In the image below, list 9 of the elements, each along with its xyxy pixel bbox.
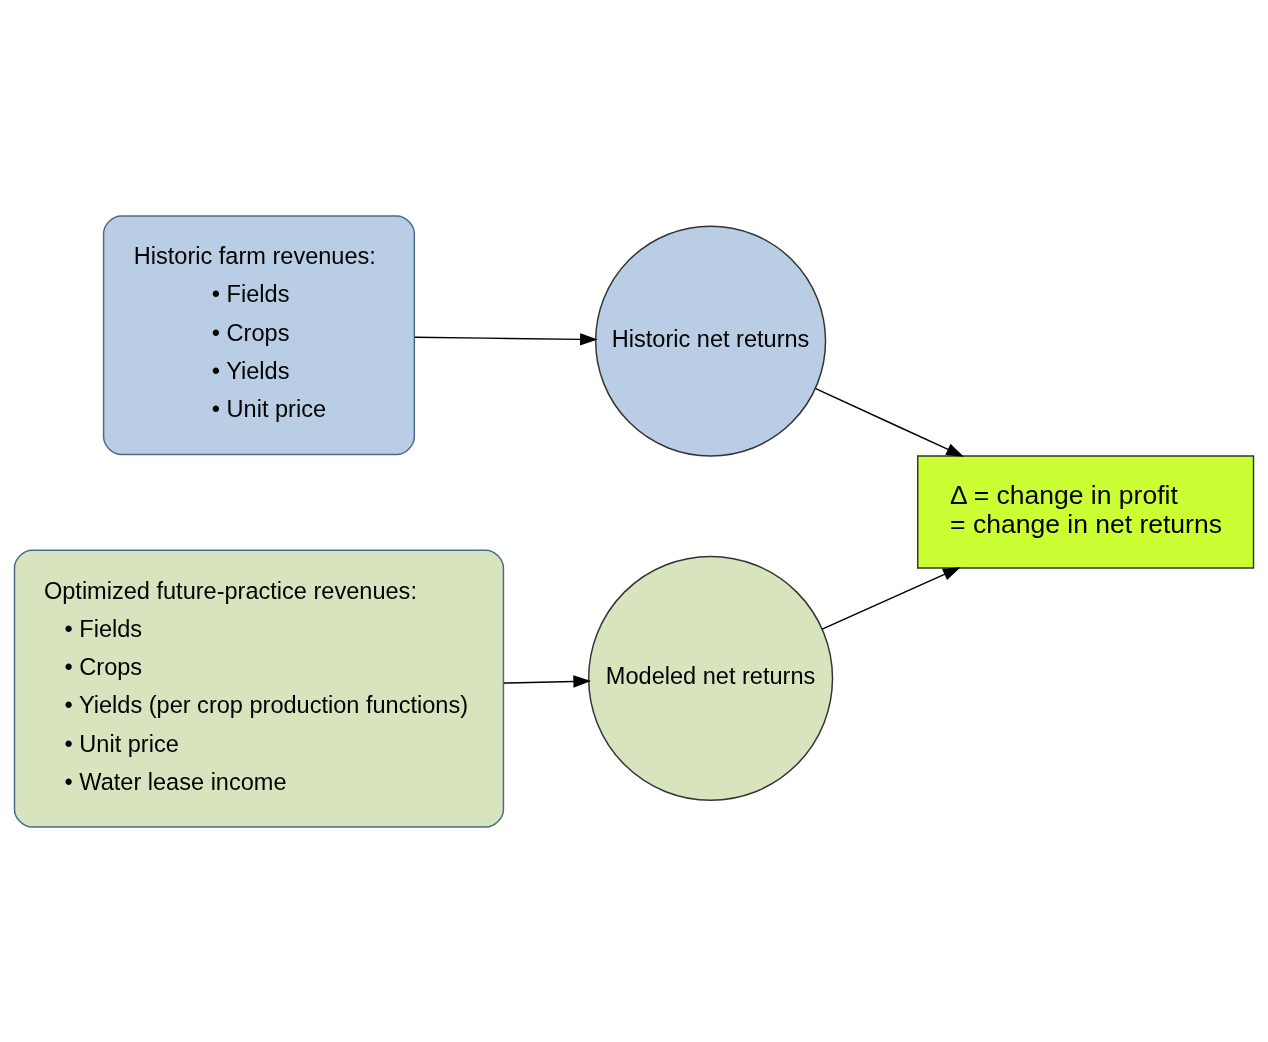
node-box: Optimized future-practice revenues: • Fields • Crops • Yields (per crop production functions) • Unit price • Water lease income: [13, 549, 505, 828]
node-box: Δ = change in profit = change in net returns: [917, 454, 1255, 569]
arrow: [821, 566, 961, 630]
node-circle: Historic net returns: [594, 224, 827, 457]
node-circle: Modeled net returns: [587, 555, 834, 801]
arrow: [503, 674, 592, 688]
arrow: [814, 387, 964, 457]
arrow: [414, 332, 598, 346]
node-box: Historic farm revenues: • Fields • Crops • Yields • Unit price: [102, 214, 416, 455]
